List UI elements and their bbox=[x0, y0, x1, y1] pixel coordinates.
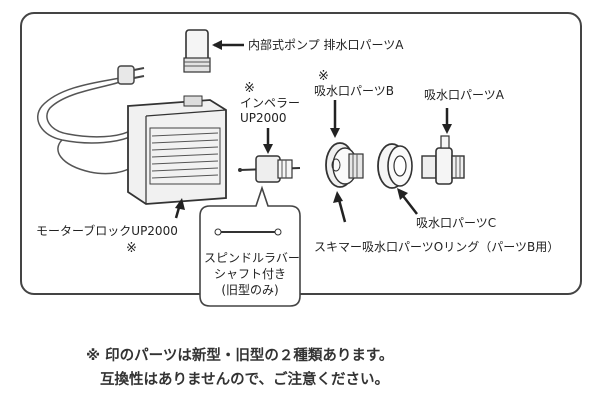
note-line-2: 互換性はありませんので、ご注意ください。 bbox=[100, 372, 389, 388]
shaft-callout-bubble bbox=[199, 185, 301, 307]
label-impeller: インペラー bbox=[240, 96, 301, 110]
label-impeller-model: UP2000 bbox=[240, 111, 287, 125]
intake-part-b bbox=[325, 142, 364, 188]
diagram-frame bbox=[20, 12, 582, 295]
label-motor-block: モーターブロックUP2000 bbox=[36, 224, 178, 238]
motor-block bbox=[127, 95, 227, 205]
label-old-model-only: (旧型のみ) bbox=[221, 283, 279, 297]
power-cord bbox=[37, 77, 135, 175]
label-spindle-shaft-attached: シャフト付き bbox=[213, 267, 286, 281]
outlet-part-a bbox=[183, 29, 211, 73]
power-plug bbox=[117, 65, 145, 85]
note-line-1: ※ 印のパーツは新型・旧型の２種類あります。 bbox=[86, 348, 394, 364]
motor-variant-mark: ※ bbox=[126, 241, 137, 256]
impeller bbox=[238, 155, 301, 183]
intake-b-variant-mark: ※ bbox=[318, 69, 329, 84]
label-intake-part-a: 吸水口パーツA bbox=[424, 88, 504, 102]
intake-part-c bbox=[377, 143, 413, 189]
label-spindle-shaft: スピンドルラバー bbox=[204, 251, 300, 265]
intake-part-a bbox=[421, 135, 465, 185]
label-intake-part-c: 吸水口パーツC bbox=[416, 216, 497, 230]
label-skimmer-oring: スキマー吸水口パーツOリング（パーツB用） bbox=[314, 240, 560, 254]
impeller-variant-mark: ※ bbox=[244, 81, 255, 96]
label-intake-part-b: 吸水口パーツB bbox=[314, 84, 394, 98]
label-outlet-part-a: 内部式ポンプ 排水口パーツA bbox=[248, 38, 404, 52]
